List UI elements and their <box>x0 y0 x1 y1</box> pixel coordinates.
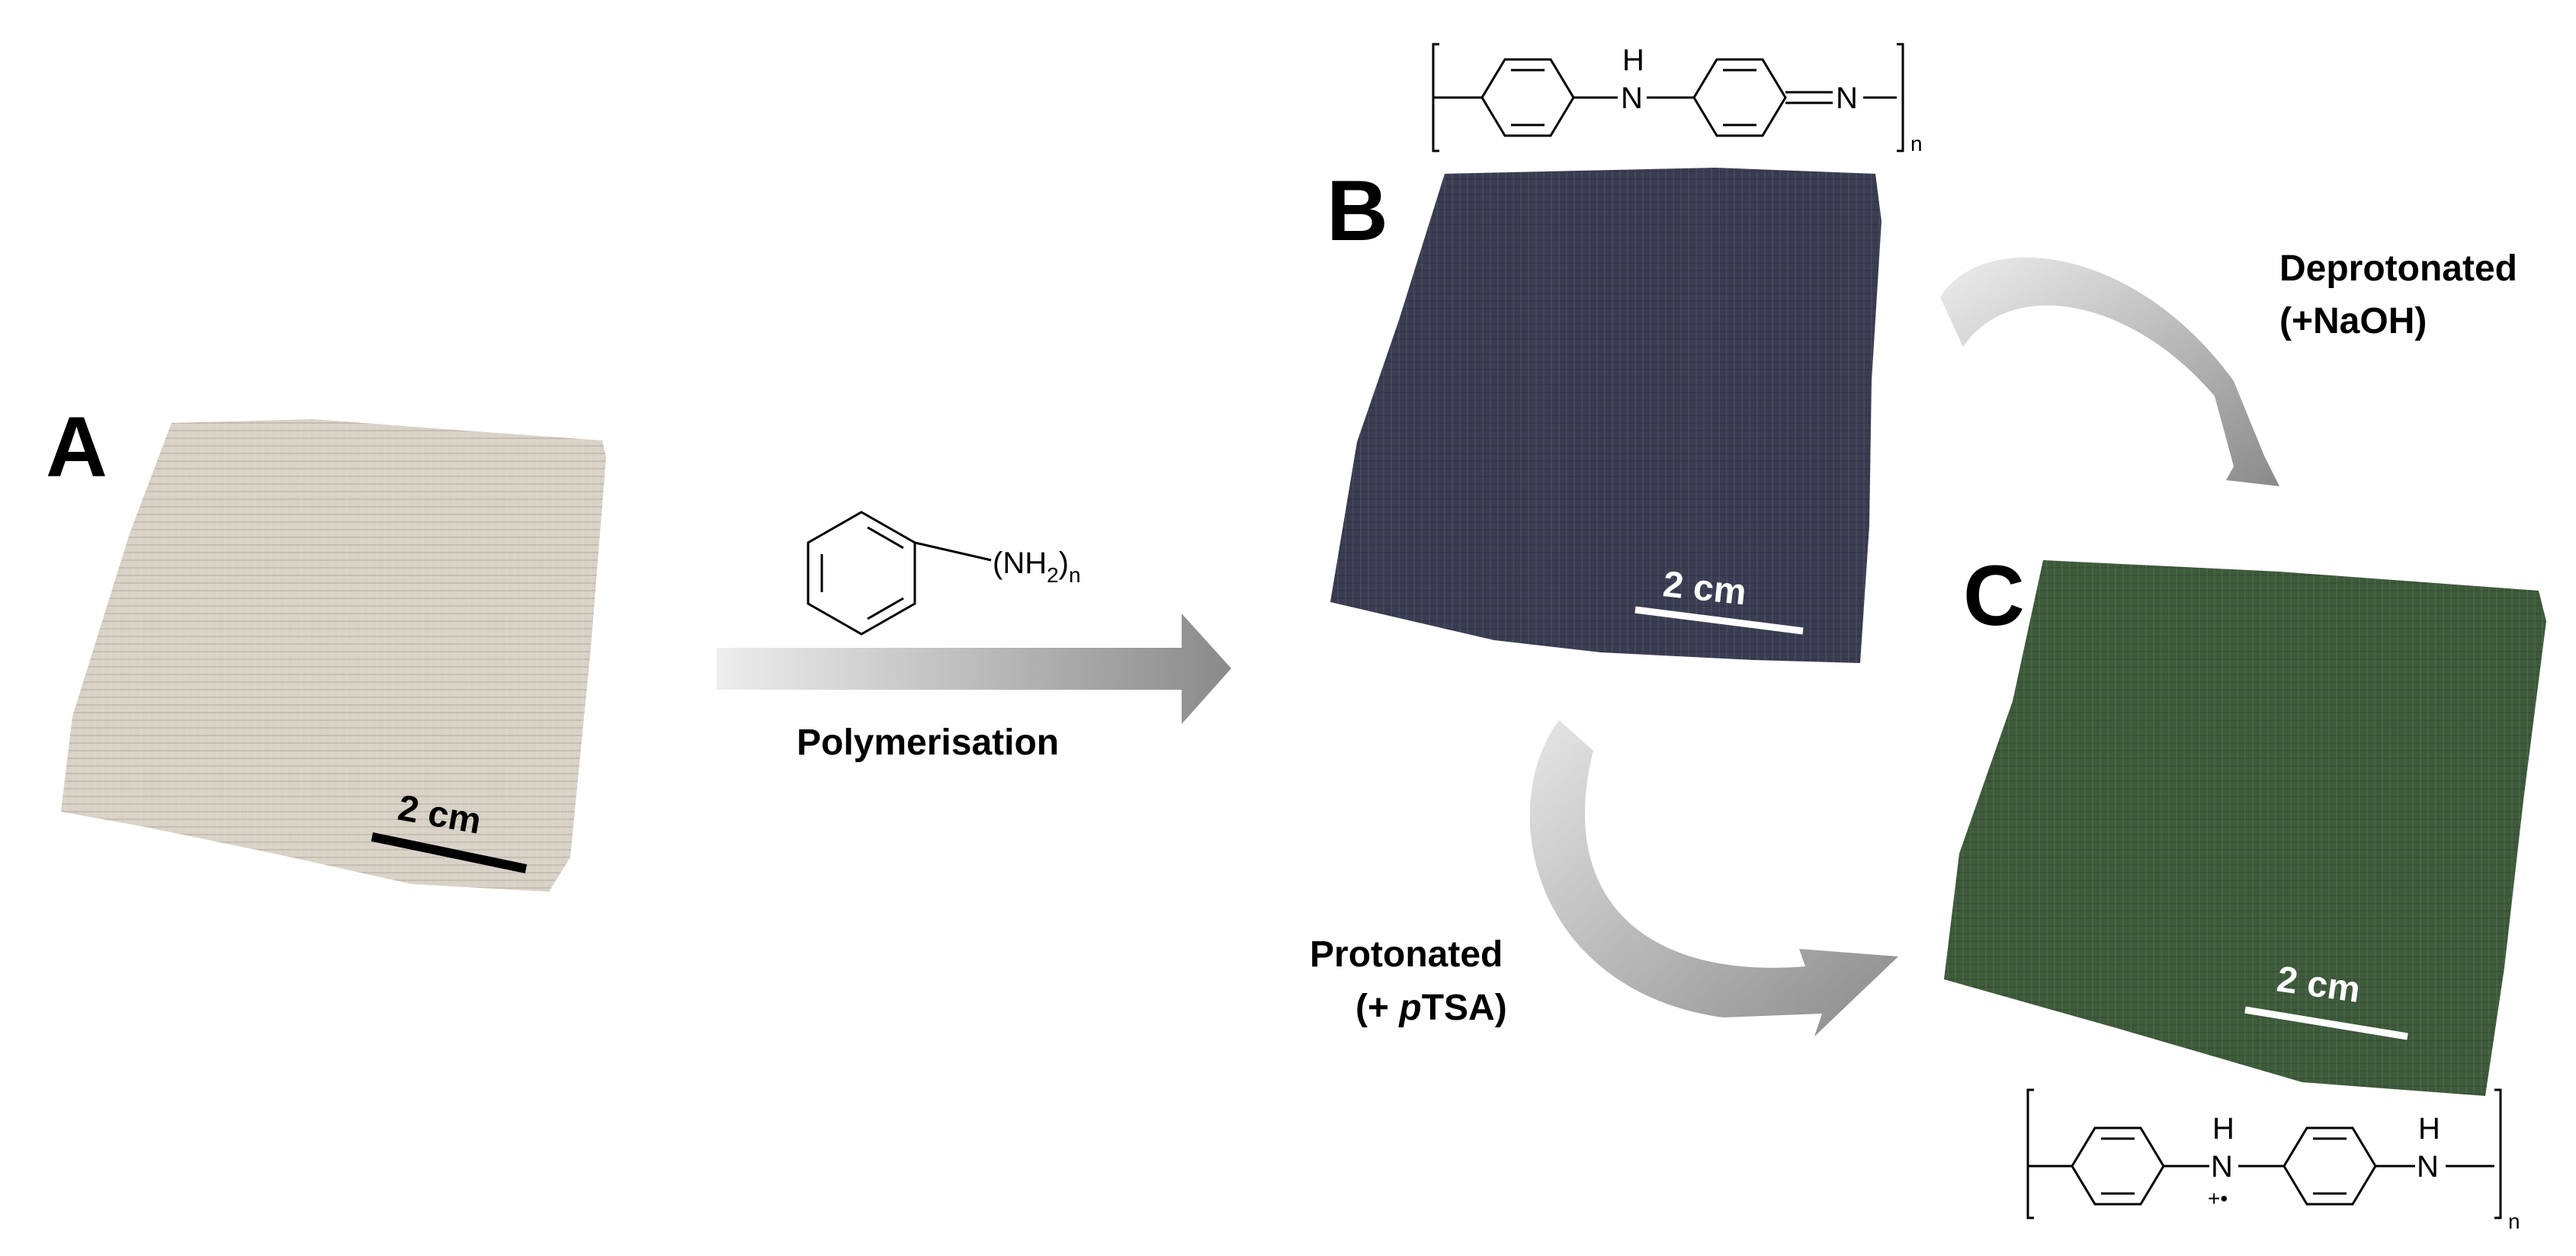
fabric-a-texture <box>61 419 606 892</box>
repeat-n-salt: n <box>2508 1210 2520 1233</box>
protonation-step: Protonated (+ pTSA) <box>1310 720 1898 1037</box>
salt-n1: N <box>2211 1150 2233 1184</box>
deprotonation-label-line1: Deprotonated <box>2279 248 2517 289</box>
scale-label-b: 2 cm <box>1661 564 1748 613</box>
deprotonation-label-line2: (+NaOH) <box>2279 301 2427 341</box>
amine-h: H <box>1622 43 1644 77</box>
salt-h1: H <box>2212 1112 2234 1145</box>
emeraldine-base-structure: H N N n <box>1432 43 1923 155</box>
deprotonation-step: Deprotonated (+NaOH) <box>1940 248 2517 486</box>
polymerisation-arrow <box>717 614 1231 724</box>
salt-bracket-left <box>2026 1088 2034 1219</box>
panel-c-letter: C <box>1963 548 2025 643</box>
aniline-ring <box>807 511 916 636</box>
scale-bar-a <box>371 832 528 873</box>
panel-a-letter: A <box>46 399 107 495</box>
deprotonation-arrow <box>1940 257 2279 486</box>
quinoid-ring <box>1692 58 1787 137</box>
scale-bar-b <box>1634 606 1804 635</box>
protonation-arrow <box>1529 720 1898 1037</box>
salt-bracket-right <box>2494 1088 2502 1219</box>
panel-b: H N N n B 2 cm <box>1326 43 1923 663</box>
panel-b-letter: B <box>1326 163 1388 258</box>
aniline-structure: (NH2)n <box>807 511 1081 636</box>
salt-charge: +• <box>2208 1187 2228 1210</box>
polymerisation-label: Polymerisation <box>797 723 1059 763</box>
amine-n: N <box>1621 82 1643 115</box>
salt-n2: N <box>2417 1150 2439 1184</box>
reagent-formula: (NH2)n <box>993 546 1081 587</box>
salt-h2: H <box>2418 1112 2440 1145</box>
polymerisation-step: (NH2)n Polymerisation <box>717 511 1231 763</box>
scale-bar-c <box>2244 1006 2408 1040</box>
emeraldine-salt-structure: H N +• H N n <box>2026 1088 2520 1233</box>
imine-n: N <box>1836 82 1858 115</box>
protonation-label-line1: Protonated <box>1310 934 1503 975</box>
fabric-b-texture <box>1330 168 1881 663</box>
protonation-label-line2: (+ pTSA) <box>1355 988 1507 1028</box>
repeat-n-base: n <box>1910 132 1923 155</box>
panel-a: A 2 cm <box>46 399 606 892</box>
panel-c: C 2 cm H N +• H N n <box>1944 548 2546 1233</box>
bracket-right <box>1897 43 1904 152</box>
fabric-c-texture <box>1944 560 2546 1096</box>
